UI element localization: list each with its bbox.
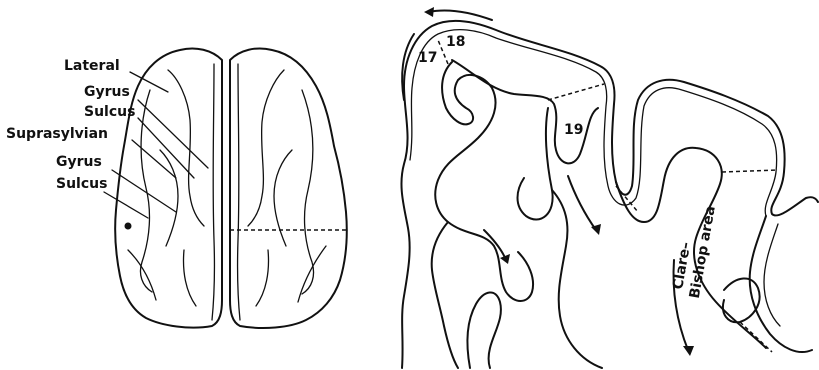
gyrus-fold-right-1 bbox=[274, 150, 292, 246]
lower-lobe-left bbox=[432, 222, 458, 368]
left-medial-line bbox=[212, 64, 214, 320]
right-edge-fold-inner bbox=[764, 224, 780, 326]
boundary-cb-upper bbox=[722, 170, 778, 172]
label-sulcus-2: Sulcus bbox=[56, 176, 107, 192]
boundary-cb-lower bbox=[740, 322, 772, 352]
gyrus-fold-left-1 bbox=[160, 150, 178, 246]
label-gyrus-1: Gyrus bbox=[84, 84, 130, 100]
lower-lobe-middle bbox=[552, 190, 602, 368]
right-hemisphere-outline bbox=[230, 48, 347, 328]
label-lateral: Lateral bbox=[64, 58, 120, 74]
right-medial-line bbox=[238, 64, 240, 320]
cortex-outer-surface bbox=[401, 21, 818, 368]
right-edge-fold bbox=[750, 216, 812, 352]
arrow-lower-fold bbox=[484, 230, 506, 260]
marker-dot bbox=[125, 223, 132, 230]
gyrus-fold-left-3 bbox=[184, 250, 197, 306]
arrow-top-head bbox=[424, 7, 434, 17]
white-matter-fold-1 bbox=[435, 62, 533, 301]
lower-lobe-left-inner bbox=[468, 292, 501, 368]
leader-gyrus-1 bbox=[138, 100, 208, 168]
left-hemisphere-outline bbox=[115, 48, 222, 327]
suprasylvian-sulcus-left bbox=[140, 90, 152, 292]
arrow-top bbox=[428, 10, 492, 20]
arrow-area19 bbox=[568, 176, 596, 230]
leader-suprasylvian bbox=[132, 140, 176, 178]
suprasylvian-sulcus-right bbox=[302, 90, 314, 294]
lateral-sulcus-right bbox=[248, 70, 284, 226]
cortical-section: 17 18 19 Clare– Bishop area bbox=[401, 7, 818, 368]
label-gyrus-2: Gyrus bbox=[56, 154, 102, 170]
brain-dorsal-view: Lateral Gyrus Sulcus Suprasylvian Gyrus … bbox=[6, 48, 347, 328]
label-area-18: 18 bbox=[446, 34, 465, 50]
boundary-18-19 bbox=[548, 84, 604, 100]
lateral-sulcus-left bbox=[168, 70, 204, 226]
label-area-19: 19 bbox=[564, 122, 583, 138]
arrow-clare-bishop-head bbox=[683, 346, 694, 356]
label-sulcus-1: Sulcus bbox=[84, 104, 135, 120]
cortex-outer-surface-inner bbox=[410, 30, 777, 216]
leader-sulcus-2 bbox=[104, 192, 148, 218]
gyrus-fold-right-3 bbox=[256, 250, 269, 306]
label-suprasylvian: Suprasylvian bbox=[6, 126, 108, 142]
label-area-17: 17 bbox=[418, 50, 437, 66]
